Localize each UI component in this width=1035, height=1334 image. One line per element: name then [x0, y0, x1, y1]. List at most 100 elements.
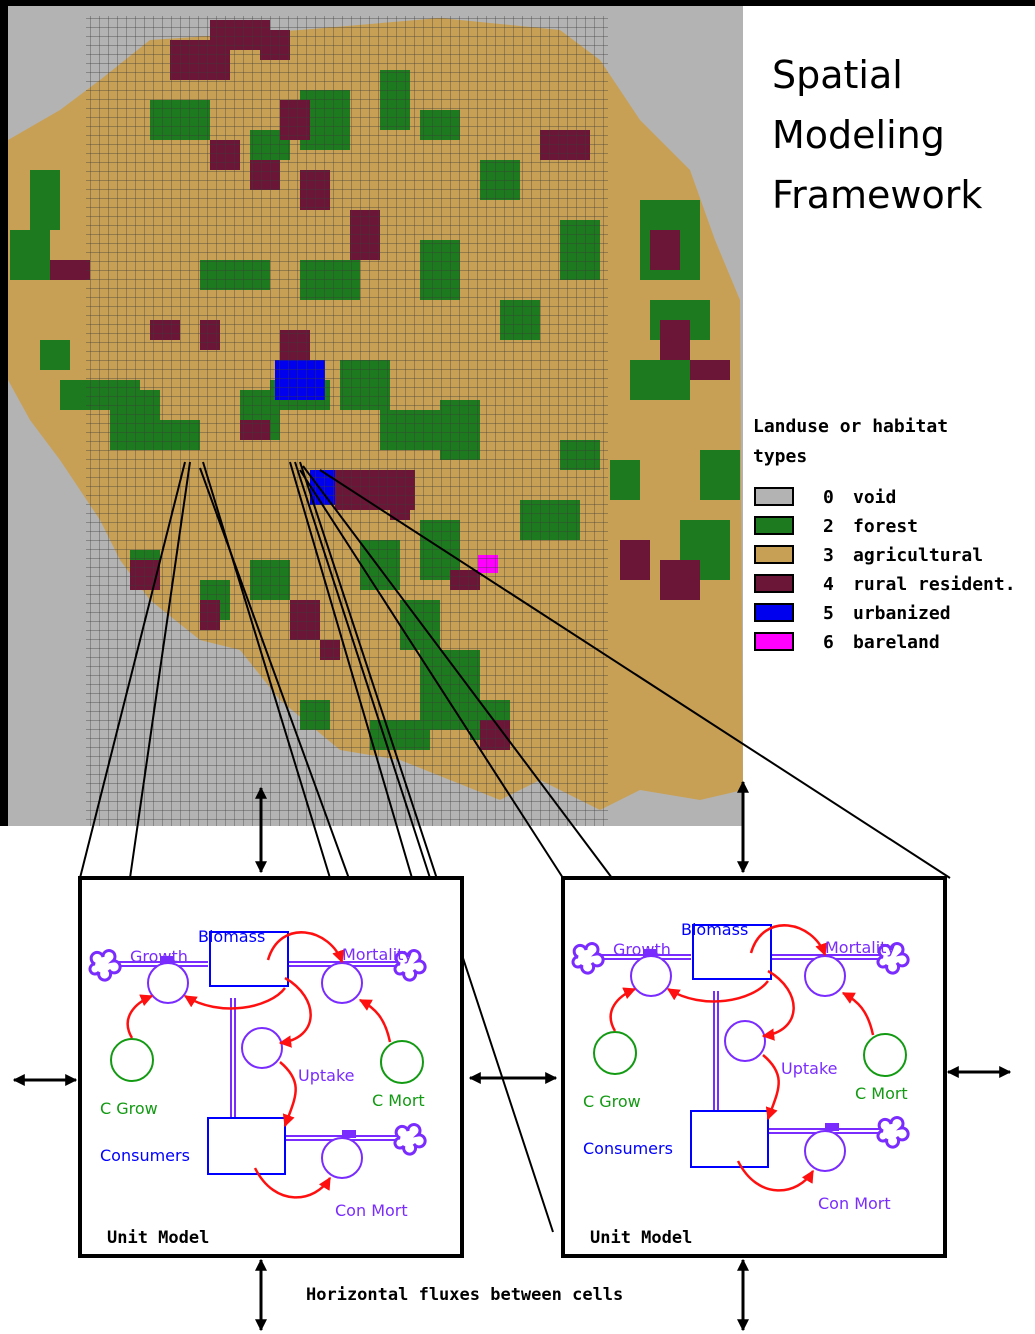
unit-model-caption: Unit Model [590, 1228, 692, 1248]
growth-rate-circle [630, 955, 672, 997]
uptake-rate-circle [241, 1027, 283, 1069]
rural-patch [660, 320, 690, 360]
uptake-to-consumers-link [762, 1054, 780, 1121]
legend-code: 4 [823, 574, 834, 595]
biomass-to-uptake-link [761, 969, 795, 1041]
c-mort-converter [380, 1040, 424, 1084]
con-mort-rate-circle [804, 1130, 846, 1172]
cloud-source-icon [571, 942, 605, 975]
c-grow-converter [110, 1038, 154, 1082]
forest-patch [630, 360, 690, 400]
forest-patch [10, 230, 50, 280]
forest-patch [610, 460, 640, 500]
unit-model-caption: Unit Model [107, 1228, 209, 1248]
c-mort-label: C Mort [372, 1091, 425, 1110]
legend-item-bareland: 6 bareland [754, 632, 940, 653]
consumers-to-con-mort-link [736, 1160, 815, 1192]
legend-code: 5 [823, 603, 834, 624]
cloud-sink-icon [876, 942, 910, 975]
rural-patch [690, 360, 730, 380]
rural-patch [620, 540, 650, 580]
legend-code: 0 [823, 487, 834, 508]
consumers-stock [690, 1110, 769, 1168]
uptake-to-consumers-link [279, 1061, 297, 1128]
biomass-to-uptake-link [278, 976, 312, 1048]
c-grow-label: C Grow [100, 1099, 158, 1118]
legend-swatch [754, 545, 794, 564]
mortality-label: Mortality [342, 945, 413, 964]
c-grow-label: C Grow [583, 1092, 641, 1111]
legend-item-rural: 4 rural resident. [754, 574, 1016, 595]
legend-heading-line-2: types [753, 446, 807, 467]
biomass-label: Biomass [681, 920, 748, 939]
growth-label: Growth [130, 947, 188, 966]
c-mort-link [358, 998, 392, 1043]
title-line-3: Framework [772, 173, 982, 217]
rural-patch [660, 560, 700, 600]
forest-patch [30, 170, 60, 230]
biomass-to-growth-link [666, 980, 769, 1003]
rural-patch [50, 260, 90, 280]
forest-patch [40, 340, 70, 370]
diagram-title: Spatial Modeling Framework [772, 53, 982, 217]
legend-label: agricultural [853, 545, 983, 566]
consumers-stock [207, 1117, 286, 1175]
flux-arrows [12, 780, 1012, 1332]
growth-valve [643, 949, 657, 957]
growth-label: Growth [613, 940, 671, 959]
c-mort-link [841, 991, 875, 1036]
growth-rate-circle [147, 962, 189, 1004]
horizontal-fluxes-caption: Horizontal fluxes between cells [306, 1285, 623, 1305]
consumers-label: Consumers [583, 1139, 673, 1158]
legend-label: urbanized [853, 603, 951, 624]
legend-swatch [754, 574, 794, 593]
legend-swatch [754, 516, 794, 535]
biomass-to-mortality-link [749, 924, 828, 957]
legend-item-void: 0 void [754, 487, 896, 508]
biomass-stock [692, 924, 772, 980]
con-mort-valve [825, 1123, 839, 1131]
zoom-lines [79, 461, 951, 1233]
legend-label: void [853, 487, 896, 508]
uptake-label: Uptake [781, 1059, 837, 1078]
legend-item-agricultural: 3 agricultural [754, 545, 983, 566]
c-mort-label: C Mort [855, 1084, 908, 1103]
con-mort-valve [342, 1130, 356, 1138]
c-mort-converter [863, 1033, 907, 1077]
legend-code: 6 [823, 632, 834, 653]
legend-item-urbanized: 5 urbanized [754, 603, 951, 624]
legend-swatch [754, 632, 794, 651]
legend-label: bareland [853, 632, 940, 653]
con-mort-label: Con Mort [818, 1194, 891, 1213]
c-grow-link [126, 994, 154, 1039]
legend-heading-line-1: Landuse or habitat [753, 416, 948, 437]
cloud-sink-icon [876, 1116, 910, 1149]
consumers-label: Consumers [100, 1146, 190, 1165]
consumers-to-con-mort-link [253, 1167, 332, 1199]
uptake-rate-circle [724, 1020, 766, 1062]
legend-swatch [754, 487, 794, 506]
legend-swatch [754, 603, 794, 622]
growth-valve [160, 956, 174, 964]
forest-patch [700, 450, 740, 500]
mortality-rate-circle [804, 955, 846, 997]
biomass-label: Biomass [198, 927, 265, 946]
uptake-label: Uptake [298, 1066, 354, 1085]
con-mort-label: Con Mort [335, 1201, 408, 1220]
cloud-sink-icon [393, 1123, 427, 1156]
map-grid-lines [86, 16, 608, 826]
title-line-1: Spatial [772, 53, 903, 97]
biomass-to-mortality-link [266, 931, 345, 964]
rural-patch [650, 230, 680, 270]
legend-label: rural resident. [853, 574, 1016, 595]
cloud-source-icon [88, 949, 122, 982]
con-mort-rate-circle [321, 1137, 363, 1179]
mortality-label: Mortality [825, 938, 896, 957]
legend-code: 3 [823, 545, 834, 566]
c-grow-link [609, 987, 637, 1032]
c-grow-converter [593, 1031, 637, 1075]
